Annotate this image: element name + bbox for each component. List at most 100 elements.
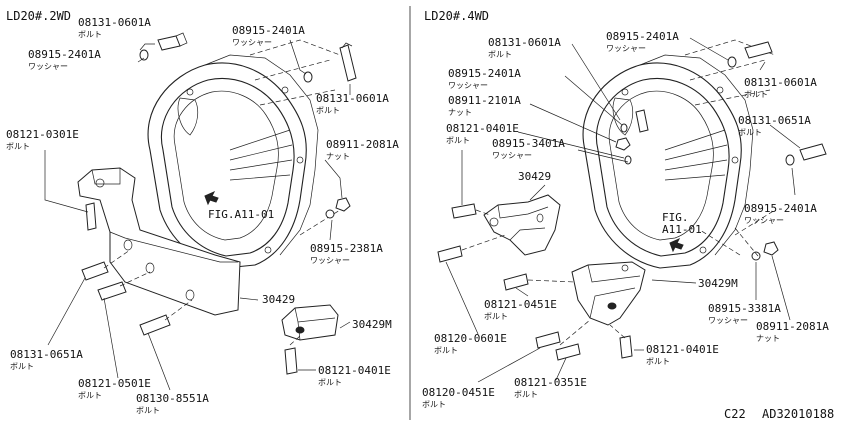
leader-lines-right bbox=[445, 37, 801, 383]
svg-text:08121-0301E: 08121-0301E bbox=[6, 128, 79, 141]
label-08121-0501E: 08121-0501E ボルト bbox=[78, 377, 151, 400]
label-08915-2401A-right: 08915-2401A ワッシャー bbox=[232, 24, 305, 47]
footer-code-left: C22 bbox=[724, 407, 746, 421]
bolt-icon bbox=[157, 32, 188, 51]
label-08131-0601A-right: 08131-0601A ボルト bbox=[316, 92, 389, 115]
svg-text:08915-2381A: 08915-2381A bbox=[310, 242, 383, 255]
svg-text:08131-0601A: 08131-0601A bbox=[78, 16, 151, 29]
bolt-icon bbox=[635, 109, 649, 133]
bolt-icon bbox=[535, 331, 561, 349]
label-r-08131-0601A-a: 08131-0601A ボルト bbox=[488, 36, 561, 59]
washer-icon bbox=[785, 154, 795, 166]
label-r-08121-0351E: 08121-0351E ボルト bbox=[514, 376, 587, 399]
svg-text:ワッシャー: ワッシャー bbox=[28, 62, 68, 71]
svg-text:ボルト: ボルト bbox=[514, 390, 538, 399]
svg-text:ワッシャー: ワッシャー bbox=[448, 81, 488, 90]
svg-text:08131-0601A: 08131-0601A bbox=[488, 36, 561, 49]
label-r-08121-0451E: 08121-0451E ボルト bbox=[484, 298, 557, 321]
mount-30429M-left bbox=[281, 304, 339, 341]
label-30429-left: 30429 bbox=[262, 293, 295, 306]
svg-text:A11-01: A11-01 bbox=[662, 223, 702, 236]
fig-ref-right: FIG. A11-01 bbox=[662, 211, 702, 253]
svg-text:ナット: ナット bbox=[326, 152, 350, 161]
svg-text:08121-0401E: 08121-0401E bbox=[318, 364, 391, 377]
washer-icon bbox=[624, 155, 632, 165]
svg-text:08131-0651A: 08131-0651A bbox=[10, 348, 83, 361]
svg-text:ボルト: ボルト bbox=[646, 357, 670, 366]
bell-housing-right bbox=[582, 39, 776, 269]
nut-icon bbox=[615, 137, 631, 151]
washer-icon bbox=[620, 123, 628, 133]
label-r-08131-0651A: 08131-0651A ボルト bbox=[738, 114, 811, 137]
label-08131-0601A-top: 08131-0601A ボルト bbox=[78, 16, 151, 39]
svg-text:08915-2401A: 08915-2401A bbox=[606, 30, 679, 43]
label-08915-2401A-left: 08915-2401A ワッシャー bbox=[28, 48, 101, 71]
svg-text:08120-0451E: 08120-0451E bbox=[422, 386, 495, 399]
washer-icon bbox=[303, 71, 313, 83]
label-08131-0651A: 08131-0651A ボルト bbox=[10, 348, 83, 371]
svg-text:ボルト: ボルト bbox=[6, 142, 30, 151]
bolt-icon bbox=[339, 42, 357, 82]
svg-text:08121-0401E: 08121-0401E bbox=[646, 343, 719, 356]
svg-text:ボルト: ボルト bbox=[738, 128, 762, 137]
label-08915-2381A: 08915-2381A ワッシャー bbox=[310, 242, 383, 265]
bolt-icon bbox=[437, 245, 463, 263]
bolt-icon bbox=[555, 343, 581, 361]
svg-text:ワッシャー: ワッシャー bbox=[708, 316, 748, 325]
svg-text:ボルト: ボルト bbox=[434, 346, 458, 355]
label-30429M-left: 30429M bbox=[352, 318, 392, 331]
washer-icon bbox=[751, 251, 761, 261]
leader-lines-left bbox=[44, 39, 351, 391]
label-r-30429M: 30429M bbox=[698, 277, 738, 290]
svg-text:08911-2081A: 08911-2081A bbox=[326, 138, 399, 151]
bolt-icon bbox=[799, 143, 827, 161]
svg-text:08131-0601A: 08131-0601A bbox=[744, 76, 817, 89]
label-r-08131-0601A-b: 08131-0601A ボルト bbox=[744, 76, 817, 99]
nut-icon bbox=[335, 197, 351, 212]
svg-text:08911-2081A: 08911-2081A bbox=[756, 320, 829, 333]
svg-text:ボルト: ボルト bbox=[10, 362, 34, 371]
svg-text:ボルト: ボルト bbox=[78, 30, 102, 39]
washer-icon bbox=[727, 56, 737, 68]
svg-text:ワッシャー: ワッシャー bbox=[744, 216, 784, 225]
washer-icon bbox=[139, 49, 149, 61]
svg-text:08915-2401A: 08915-2401A bbox=[232, 24, 305, 37]
bolt-icon bbox=[81, 261, 109, 281]
label-r-08121-0401E-b: 08121-0401E ボルト bbox=[646, 343, 719, 366]
svg-text:08121-0401E: 08121-0401E bbox=[446, 122, 519, 135]
bolt-icon bbox=[744, 41, 773, 59]
bolt-icon bbox=[139, 314, 171, 336]
nut-icon bbox=[763, 241, 779, 256]
bracket-30429-right bbox=[483, 194, 561, 256]
svg-text:ボルト: ボルト bbox=[318, 378, 342, 387]
svg-text:08915-2401A: 08915-2401A bbox=[28, 48, 101, 61]
svg-text:ボルト: ボルト bbox=[422, 400, 446, 409]
svg-text:ナット: ナット bbox=[756, 334, 780, 343]
svg-text:FIG.: FIG. bbox=[662, 211, 689, 224]
label-r-08120-0451E: 08120-0451E ボルト bbox=[422, 386, 495, 409]
svg-text:08915-2401A: 08915-2401A bbox=[448, 67, 521, 80]
label-r-08915-3401A: 08915-3401A ワッシャー bbox=[492, 137, 565, 160]
svg-text:08120-0601E: 08120-0601E bbox=[434, 332, 507, 345]
right-title: LD20#.4WD bbox=[424, 9, 489, 23]
svg-text:FIG.A11-01: FIG.A11-01 bbox=[208, 208, 274, 221]
svg-text:ナット: ナット bbox=[448, 108, 472, 117]
label-r-08121-0401E-a: 08121-0401E ボルト bbox=[446, 122, 519, 145]
label-r-08911-2101A: 08911-2101A ナット bbox=[448, 94, 521, 117]
svg-text:08911-2101A: 08911-2101A bbox=[448, 94, 521, 107]
label-r-08915-2401A-b: 08915-2401A ワッシャー bbox=[448, 67, 521, 90]
label-r-08911-2081A: 08911-2081A ナット bbox=[756, 320, 829, 343]
label-08121-0401E-left: 08121-0401E ボルト bbox=[318, 364, 391, 387]
bolt-icon bbox=[284, 347, 298, 375]
label-08911-2081A: 08911-2081A ナット bbox=[326, 138, 399, 161]
bolt-icon bbox=[85, 202, 97, 231]
svg-text:ワッシャー: ワッシャー bbox=[232, 38, 272, 47]
svg-text:ボルト: ボルト bbox=[136, 406, 160, 415]
bracket-30429-left bbox=[77, 167, 241, 316]
svg-text:08121-0451E: 08121-0451E bbox=[484, 298, 557, 311]
label-08130-8551A: 08130-8551A ボルト bbox=[136, 392, 209, 415]
svg-text:ボルト: ボルト bbox=[488, 50, 512, 59]
bolt-icon bbox=[451, 203, 477, 219]
svg-text:ボルト: ボルト bbox=[484, 312, 508, 321]
